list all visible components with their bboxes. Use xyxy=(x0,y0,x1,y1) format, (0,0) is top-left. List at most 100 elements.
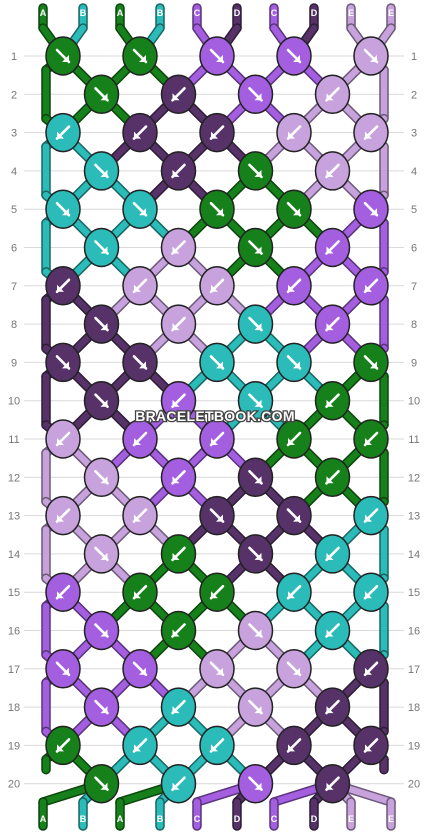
knot xyxy=(237,610,274,651)
row-number-right: 13 xyxy=(408,511,420,523)
strand-letter-bottom: A xyxy=(117,814,124,824)
knot xyxy=(276,266,312,306)
knot xyxy=(45,342,81,383)
knot-arrow-head xyxy=(288,744,295,752)
knot xyxy=(237,151,274,191)
knot-arrow-head xyxy=(326,629,334,637)
knot xyxy=(276,36,312,76)
knot-arrow-head xyxy=(211,284,218,292)
knot xyxy=(199,649,235,689)
knot xyxy=(83,534,120,574)
knot xyxy=(122,572,158,612)
knot xyxy=(45,419,81,459)
knot-arrow-head xyxy=(365,438,372,445)
knot xyxy=(353,342,389,383)
knot xyxy=(160,304,197,344)
knot-arrow-head xyxy=(134,744,141,752)
knot-arrow-head xyxy=(211,438,218,445)
knot-arrow-head xyxy=(139,208,146,216)
knot xyxy=(314,687,351,727)
knot-arrow-head xyxy=(134,131,141,139)
row-number-right: 9 xyxy=(411,357,417,369)
knot xyxy=(83,74,120,115)
knot xyxy=(353,112,389,153)
row-number-right: 20 xyxy=(408,779,420,791)
knot-arrow-head xyxy=(172,476,180,484)
row-number-left: 2 xyxy=(11,89,17,101)
knot-arrow-head xyxy=(172,399,180,407)
row-number-left: 1 xyxy=(11,51,17,63)
row-number-right: 10 xyxy=(408,396,420,408)
row-number-right: 14 xyxy=(408,549,420,561)
knot-arrow-head xyxy=(254,246,262,254)
knot-arrow-head xyxy=(365,514,372,522)
knot-arrow-head xyxy=(57,591,64,599)
row-number-left: 17 xyxy=(8,664,20,676)
strand-letter-top: A xyxy=(40,8,47,18)
knot xyxy=(83,227,120,268)
knot xyxy=(45,266,81,306)
knot xyxy=(237,763,274,804)
row-number-left: 10 xyxy=(8,396,20,408)
knot xyxy=(276,112,312,153)
knot xyxy=(122,36,158,76)
row-number-right: 12 xyxy=(408,472,420,484)
knot-arrow-head xyxy=(139,55,146,62)
knot-arrow-head xyxy=(254,782,262,790)
knot xyxy=(237,227,274,268)
row-number-left: 19 xyxy=(8,740,20,752)
knot-arrow-head xyxy=(216,55,223,62)
knot-arrow-head xyxy=(100,169,108,177)
knot-arrow-head xyxy=(57,744,64,752)
knot-arrow-head xyxy=(62,55,69,62)
knot xyxy=(276,189,312,229)
knot xyxy=(199,342,235,383)
knot-arrow-head xyxy=(254,552,262,560)
knot-arrow-head xyxy=(134,438,141,445)
knot xyxy=(45,725,81,766)
knot-arrow-head xyxy=(326,169,334,177)
knot xyxy=(122,649,158,689)
knot xyxy=(83,687,120,727)
knot xyxy=(160,151,197,191)
knot xyxy=(353,189,389,229)
knot-arrow-head xyxy=(254,476,262,484)
strand-letter-bottom: B xyxy=(157,814,164,824)
strand-letter-bottom: C xyxy=(271,814,278,824)
knot-arrow-head xyxy=(57,284,64,292)
strand-letter-bottom: E xyxy=(388,814,394,824)
row-number-right: 18 xyxy=(408,702,420,714)
knot xyxy=(83,151,120,191)
knot-arrow-head xyxy=(216,361,223,369)
watermark-text: BRACELETBOOK.COM xyxy=(135,408,295,424)
row-number-left: 13 xyxy=(8,511,20,523)
strand-letter-bottom: C xyxy=(194,814,201,824)
strand-letter-top: A xyxy=(117,8,124,18)
knot-arrow-head xyxy=(57,131,64,139)
knot xyxy=(353,495,389,536)
knot-arrow-head xyxy=(100,399,108,407)
knot xyxy=(122,725,158,766)
knot-arrow-head xyxy=(100,323,108,331)
row-number-left: 18 xyxy=(8,702,20,714)
knot-arrow-head xyxy=(254,323,262,331)
knot-arrow-head xyxy=(172,323,180,331)
knot-arrow-head xyxy=(134,284,141,292)
knot-arrow-head xyxy=(326,399,334,407)
strand-letter-bottom: E xyxy=(348,814,354,824)
row-number-left: 14 xyxy=(8,549,20,561)
knot xyxy=(353,266,389,306)
knot xyxy=(314,763,351,804)
knot xyxy=(45,649,81,689)
row-number-left: 5 xyxy=(11,204,17,216)
knot xyxy=(160,610,197,651)
strand-letter-top: B xyxy=(80,8,87,18)
row-number-right: 19 xyxy=(408,740,420,752)
knot xyxy=(122,112,158,153)
knot-arrow-head xyxy=(100,476,108,484)
row-number-right: 5 xyxy=(411,204,417,216)
knot-arrow-head xyxy=(365,284,372,292)
knot xyxy=(314,380,351,421)
row-number-left: 9 xyxy=(11,357,17,369)
